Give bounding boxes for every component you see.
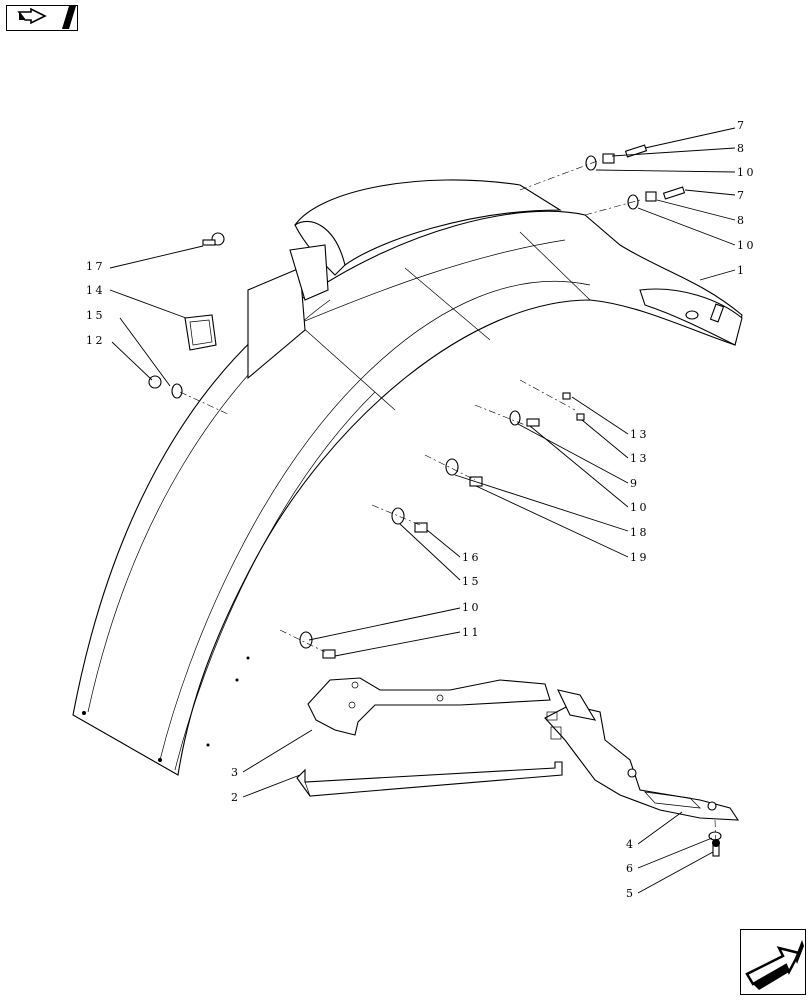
callout-5: 5 [626,887,636,900]
callout-labels: 7 8 10 7 8 10 1 17 14 15 12 13 13 9 10 1… [86,119,756,900]
callout-10: 10 [630,501,649,514]
callout-15: 15 [86,309,105,322]
leader-lines [109,127,736,894]
callout-13: 13 [630,428,649,441]
callout-10: 10 [737,239,756,252]
bracket-part-3[interactable] [307,677,551,736]
callout-8: 8 [737,142,747,155]
callout-10: 10 [737,166,756,179]
fasteners-bottom [708,831,722,857]
bracket-part-2[interactable] [296,761,563,797]
callout-15: 15 [462,575,481,588]
callout-10: 10 [462,601,481,614]
callout-14: 14 [86,284,105,297]
callout-17: 17 [86,260,105,273]
next-page-button[interactable] [740,929,806,995]
callout-2: 2 [231,791,241,804]
arrow-forward-icon [745,940,804,990]
previous-page-button[interactable] [6,5,78,31]
callout-6: 6 [626,862,636,875]
fender-part[interactable] [72,179,743,776]
callout-4: 4 [626,838,636,851]
assembly-axes [179,159,717,846]
callout-7: 7 [737,119,747,132]
callout-9: 9 [630,477,640,490]
callout-19: 19 [630,551,649,564]
arrow-return-icon [17,6,76,29]
callout-8: 8 [737,214,747,227]
callout-12: 12 [86,334,105,347]
callout-1: 1 [737,264,747,277]
bracket-part-4[interactable] [544,689,740,821]
callout-18: 18 [630,526,649,539]
callout-3: 3 [231,766,241,779]
fasteners-left [148,232,225,399]
callout-16: 16 [462,551,481,564]
callout-13: 13 [630,452,649,465]
callout-11: 11 [462,626,481,639]
callout-7: 7 [737,189,747,202]
